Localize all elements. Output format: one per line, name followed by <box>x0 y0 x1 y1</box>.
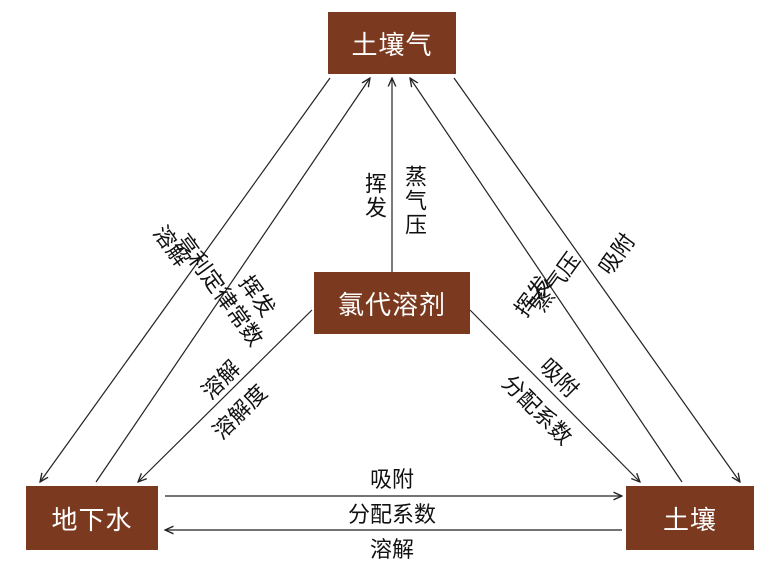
label-gw-soil-adsorb: 吸附 <box>370 468 415 493</box>
label-soil-gw-dissolve: 溶解 <box>370 538 415 563</box>
node-chlorinated-solvent: 氯代溶剂 <box>314 272 470 334</box>
label-solvent-gas-vapor-pressure: 蒸气压 <box>401 165 426 237</box>
label-solvent-gas-volatilize: 挥发 <box>361 172 386 220</box>
label-gw-soil-partition: 分配系数 <box>348 503 437 528</box>
arrow-soil-gas-to-groundwater <box>40 77 331 482</box>
arrow-solvent-to-soil <box>469 309 640 482</box>
arrow-soil-to-soil-gas <box>410 78 683 483</box>
node-soil: 土壤 <box>626 486 754 550</box>
node-soil-gas: 土壤气 <box>328 12 456 74</box>
node-groundwater: 地下水 <box>26 486 158 550</box>
arrow-groundwater-to-soil-gas <box>95 78 370 483</box>
arrow-soil-gas-to-soil <box>453 77 740 482</box>
arrow-solvent-to-groundwater <box>138 309 313 482</box>
